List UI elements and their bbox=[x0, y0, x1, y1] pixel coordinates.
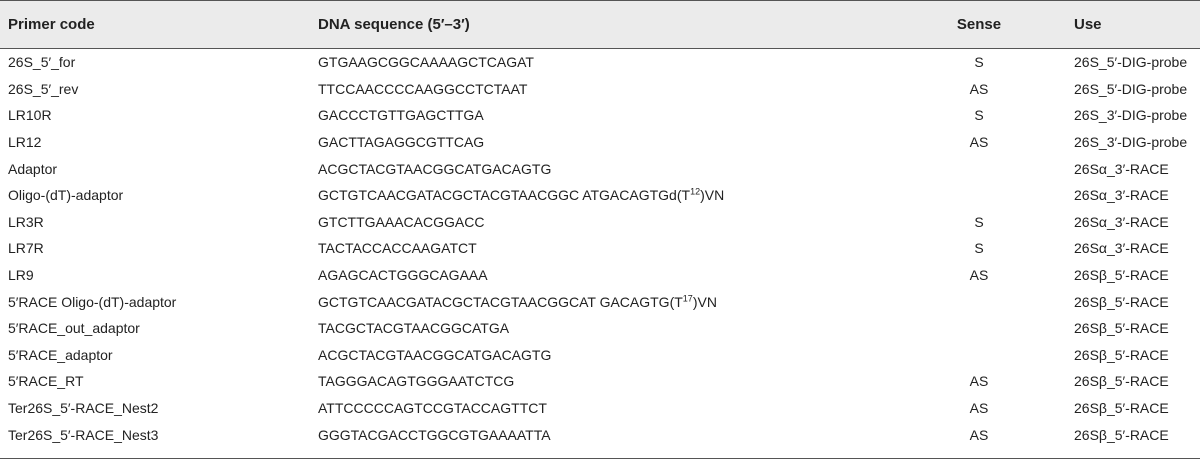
cell-primer-code: LR7R bbox=[8, 240, 44, 257]
cell-primer-code: LR3R bbox=[8, 213, 44, 230]
cell-sense bbox=[892, 182, 1066, 209]
cell-primer-code: 5′RACE_adaptor bbox=[8, 346, 113, 363]
cell-use: 26S_3′-DIG-probe bbox=[1074, 134, 1188, 151]
cell-dna-sequence: ATTCCCCCAGTCCGTACCAGTTCT bbox=[318, 400, 547, 417]
table-row: 26S_5′_for GTGAAGCGGCAAAAGCTCAGAT S 26S_… bbox=[0, 49, 1200, 76]
cell-use: 26Sβ_5′-RACE bbox=[1074, 426, 1169, 443]
cell-primer-code: LR10R bbox=[8, 107, 52, 124]
primer-table: Primer code DNA sequence (5′–3′) Sense U… bbox=[0, 0, 1200, 448]
sequence-superscript: 17 bbox=[682, 292, 693, 303]
cell-use: 26Sα_3′-RACE bbox=[1074, 187, 1169, 204]
cell-sense bbox=[892, 342, 1066, 369]
cell-dna-sequence: GTCTTGAAACACGGACC bbox=[318, 213, 485, 230]
cell-sense: AS bbox=[969, 373, 989, 390]
cell-use: 26Sβ_5′-RACE bbox=[1074, 320, 1169, 337]
cell-sense: S bbox=[974, 213, 984, 230]
cell-sense: AS bbox=[969, 426, 989, 443]
sequence-suffix: )VN bbox=[700, 187, 725, 204]
cell-primer-code: LR9 bbox=[8, 267, 34, 284]
sequence-text: GCTGTCAACGATACGCTACGTAACGGCAT GACAGTG(T bbox=[318, 293, 683, 310]
cell-sense: AS bbox=[969, 400, 989, 417]
table-row: 5′RACE_out_adaptor TACGCTACGTAACGGCATGA … bbox=[0, 315, 1200, 342]
cell-dna-sequence: GACCCTGTTGAGCTTGA bbox=[318, 107, 484, 124]
table-row: LR10R GACCCTGTTGAGCTTGA S 26S_3′-DIG-pro… bbox=[0, 102, 1200, 129]
cell-use: 26S_5′-DIG-probe bbox=[1074, 54, 1188, 71]
cell-primer-code: 5′RACE_out_adaptor bbox=[8, 320, 140, 337]
cell-dna-sequence: TACGCTACGTAACGGCATGA bbox=[318, 320, 510, 337]
cell-primer-code: Oligo-(dT)-adaptor bbox=[8, 187, 124, 204]
cell-use: 26Sβ_5′-RACE bbox=[1074, 267, 1169, 284]
cell-primer-code: 5′RACE_RT bbox=[8, 373, 84, 390]
cell-dna-sequence: TAGGGACAGTGGGAATCTCG bbox=[318, 373, 515, 390]
table-row: Ter26S_5′-RACE_Nest3 GGGTACGACCTGGCGTGAA… bbox=[0, 421, 1200, 448]
cell-primer-code: 26S_5′_for bbox=[8, 54, 76, 71]
header-use: Use bbox=[1066, 0, 1200, 49]
table-row: 5′RACE_RT TAGGGACAGTGGGAATCTCG AS 26Sβ_5… bbox=[0, 368, 1200, 395]
cell-dna-sequence: TTCCAACCCCAAGGCCTCTAAT bbox=[318, 80, 528, 97]
cell-sense bbox=[892, 155, 1066, 182]
cell-dna-sequence: GCTGTCAACGATACGCTACGTAACGGCAT GACAGTG(T1… bbox=[310, 288, 892, 315]
cell-primer-code: Ter26S_5′-RACE_Nest3 bbox=[8, 426, 159, 443]
table-row: Ter26S_5′-RACE_Nest2 ATTCCCCCAGTCCGTACCA… bbox=[0, 395, 1200, 422]
cell-dna-sequence: GTGAAGCGGCAAAAGCTCAGAT bbox=[318, 54, 534, 71]
cell-primer-code: Adaptor bbox=[8, 160, 58, 177]
cell-use: 26S_5′-DIG-probe bbox=[1074, 80, 1188, 97]
cell-dna-sequence: GACTTAGAGGCGTTCAG bbox=[318, 134, 485, 151]
table-row: LR7R TACTACCACCAAGATCT S 26Sα_3′-RACE bbox=[0, 235, 1200, 262]
table-header: Primer code DNA sequence (5′–3′) Sense U… bbox=[0, 0, 1200, 49]
table-row: Adaptor ACGCTACGTAACGGCATGACAGTG 26Sα_3′… bbox=[0, 155, 1200, 182]
header-sense: Sense bbox=[892, 0, 1066, 49]
cell-primer-code: Ter26S_5′-RACE_Nest2 bbox=[8, 400, 159, 417]
cell-dna-sequence: AGAGCACTGGGCAGAAA bbox=[318, 267, 488, 284]
cell-dna-sequence: ACGCTACGTAACGGCATGACAGTG bbox=[318, 160, 552, 177]
sequence-suffix: )VN bbox=[692, 293, 717, 310]
table-row: LR12 GACTTAGAGGCGTTCAG AS 26S_3′-DIG-pro… bbox=[0, 129, 1200, 156]
cell-sense: AS bbox=[969, 80, 989, 97]
cell-dna-sequence: ACGCTACGTAACGGCATGACAGTG bbox=[318, 346, 552, 363]
table-row: LR3R GTCTTGAAACACGGACC S 26Sα_3′-RACE bbox=[0, 209, 1200, 236]
sequence-superscript: 12 bbox=[690, 186, 701, 197]
table-body: 26S_5′_for GTGAAGCGGCAAAAGCTCAGAT S 26S_… bbox=[0, 49, 1200, 448]
table-row: LR9 AGAGCACTGGGCAGAAA AS 26Sβ_5′-RACE bbox=[0, 262, 1200, 289]
cell-sense: S bbox=[974, 107, 984, 124]
cell-dna-sequence: TACTACCACCAAGATCT bbox=[318, 240, 477, 257]
cell-use: 26Sα_3′-RACE bbox=[1074, 240, 1169, 257]
cell-use: 26S_3′-DIG-probe bbox=[1074, 107, 1188, 124]
cell-use: 26Sβ_5′-RACE bbox=[1074, 373, 1169, 390]
cell-primer-code: 5′RACE Oligo-(dT)-adaptor bbox=[8, 293, 177, 310]
cell-dna-sequence: GCTGTCAACGATACGCTACGTAACGGC ATGACAGTGd(T… bbox=[310, 182, 892, 209]
sequence-text: GCTGTCAACGATACGCTACGTAACGGC ATGACAGTGd(T bbox=[318, 187, 691, 204]
cell-sense: S bbox=[974, 240, 984, 257]
cell-primer-code: 26S_5′_rev bbox=[8, 80, 79, 97]
cell-sense: AS bbox=[969, 267, 989, 284]
table-bottom-rule bbox=[0, 458, 1200, 459]
cell-dna-sequence: GGGTACGACCTGGCGTGAAAATTA bbox=[318, 426, 551, 443]
table-row: 5′RACE_adaptor ACGCTACGTAACGGCATGACAGTG … bbox=[0, 342, 1200, 369]
table-row: 26S_5′_rev TTCCAACCCCAAGGCCTCTAAT AS 26S… bbox=[0, 76, 1200, 103]
header-primer-code: Primer code bbox=[0, 0, 310, 49]
cell-primer-code: LR12 bbox=[8, 134, 42, 151]
cell-use: 26Sβ_5′-RACE bbox=[1074, 346, 1169, 363]
cell-sense: AS bbox=[969, 134, 989, 151]
cell-sense bbox=[892, 288, 1066, 315]
table-row: 5′RACE Oligo-(dT)-adaptor GCTGTCAACGATAC… bbox=[0, 288, 1200, 315]
cell-use: 26Sβ_5′-RACE bbox=[1074, 400, 1169, 417]
table-row: Oligo-(dT)-adaptor GCTGTCAACGATACGCTACGT… bbox=[0, 182, 1200, 209]
cell-sense: S bbox=[974, 54, 984, 71]
header-dna-sequence: DNA sequence (5′–3′) bbox=[310, 0, 892, 49]
cell-use: 26Sα_3′-RACE bbox=[1074, 213, 1169, 230]
header-row: Primer code DNA sequence (5′–3′) Sense U… bbox=[0, 0, 1200, 49]
cell-sense bbox=[892, 315, 1066, 342]
cell-use: 26Sβ_5′-RACE bbox=[1074, 293, 1169, 310]
cell-use: 26Sα_3′-RACE bbox=[1074, 160, 1169, 177]
